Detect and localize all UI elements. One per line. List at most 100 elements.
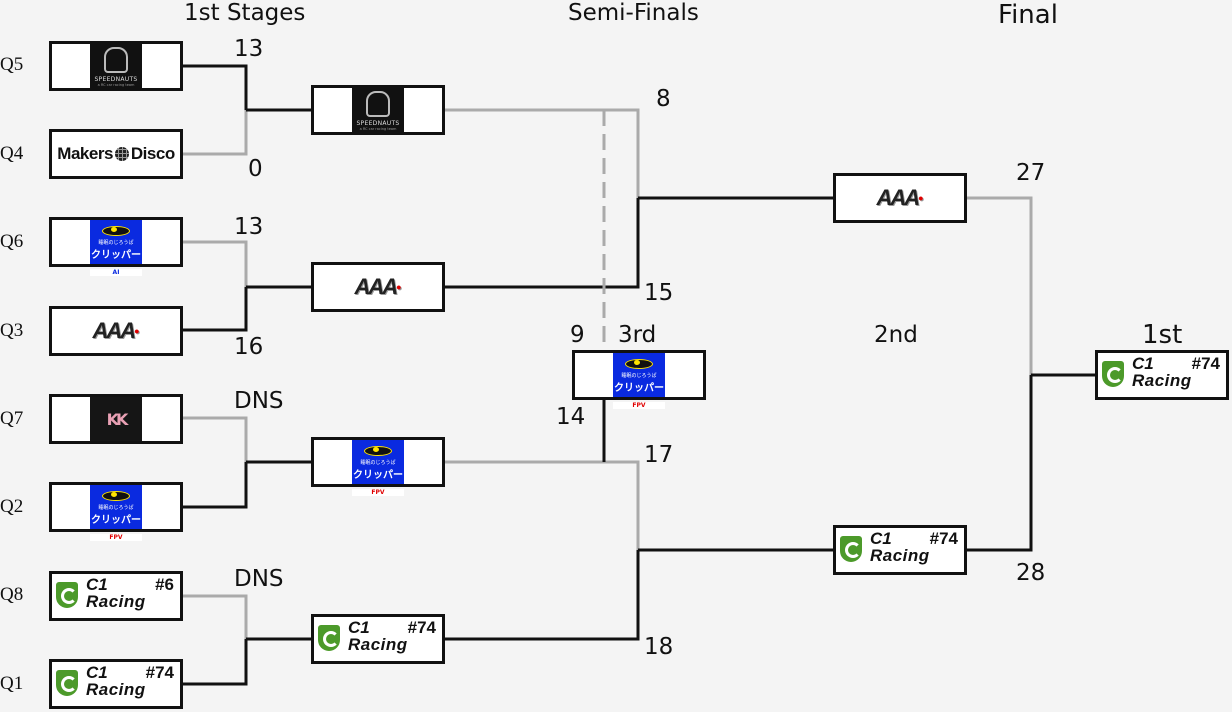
team-box-q8[interactable]: C1 #6 Racing [49,571,183,621]
speednauts-text: SPEEDNAUTS [94,76,138,83]
line-q6 [182,240,248,287]
clipper-emblem-icon [102,490,130,501]
racing-text: Racing [86,592,146,611]
clipper-emblem-icon [625,358,653,369]
c1-shield-icon [318,625,340,651]
c1-racing-logo: C1 #74 Racing [836,528,964,572]
c1-racing-logo: C1 #6 Racing [52,574,180,618]
globe-icon [114,147,129,161]
line-q2 [182,462,248,509]
kk-logo: KK [90,397,142,441]
aaa-logo: AAA● [92,318,139,344]
score-q8: DNS [234,566,284,592]
clipper-subtitle: 睡眠のじろうぱ [621,372,657,379]
score-semi-mid: 15 [644,280,674,306]
line-semi-low [444,460,640,550]
place-third: 3rd [618,322,657,348]
speednauts-subtext: a RC car racing team [359,127,397,131]
makers-text: Makers [57,144,113,163]
seed-q6: Q6 [0,231,24,252]
racing-text: Racing [86,680,146,699]
team-box-q4[interactable]: Makers Disco [49,129,183,179]
seed-q7: Q7 [0,408,24,429]
clipper-tag-fpv: FPV [613,402,665,409]
clipper-subtitle: 睡眠のじろうぱ [98,239,134,246]
team-box-semi-4[interactable]: C1 #74 Racing [311,614,445,664]
team-box-third[interactable]: 睡眠のじろうぱ クリッパー FPV [572,350,706,409]
line-final-bottom [966,375,1033,552]
clipper-logo: 睡眠のじろうぱ クリッパー AI [90,220,142,276]
seed-q1: Q1 [0,673,24,694]
c1-shield-icon [840,536,862,562]
c1-racing-logo: C1 #74 Racing [52,662,180,706]
score-q3: 16 [234,334,264,360]
line-semi-mid [444,198,640,289]
car-number: #74 [407,618,436,637]
team-box-semi-1[interactable]: SPEEDNAUTS a RC car racing team [311,85,445,135]
c1-text: C1 [86,663,108,682]
aaa-text: AAA [92,318,136,343]
aaa-dot-icon: ● [918,193,924,203]
aaa-text: AAA [876,185,920,210]
clipper-logo: 睡眠のじろうぱ クリッパー FPV [90,485,142,541]
speednauts-text: SPEEDNAUTS [356,120,400,127]
line-q8 [182,594,248,639]
clipper-emblem-icon [364,445,392,456]
helmet-icon [366,91,390,117]
clipper-emblem-icon [102,225,130,236]
car-number: #74 [929,529,958,548]
aaa-dot-icon: ● [396,282,402,292]
c1-shield-icon [56,670,78,696]
team-box-semi-2[interactable]: AAA● [311,262,445,312]
score-third-b: 14 [556,404,586,430]
line-semi-top [444,108,640,198]
kk-text: KK [106,409,129,429]
speednauts-logo: SPEEDNAUTS a RC car racing team [90,44,142,88]
line-q5 [182,64,248,110]
clipper-title: クリッパー [614,382,664,394]
score-semi-low: 17 [644,442,674,468]
score-q5: 13 [234,36,264,62]
header-1st-stages: 1st Stages [184,0,306,26]
c1-racing-logo: C1 #74 Racing [1098,353,1226,397]
c1-text: C1 [1132,354,1154,373]
place-first: 1st [1142,320,1183,350]
team-box-q3[interactable]: AAA● [49,306,183,356]
team-box-q1[interactable]: C1 #74 Racing [49,659,183,709]
car-number: #6 [155,575,174,594]
score-final-bottom: 28 [1016,560,1046,586]
team-box-q5[interactable]: SPEEDNAUTS a RC car racing team [49,41,183,91]
place-second: 2nd [874,322,918,348]
score-final-top: 27 [1016,160,1046,186]
aaa-logo: AAA● [876,185,923,211]
c1-shield-icon [56,582,78,608]
team-box-q6[interactable]: 睡眠のじろうぱ クリッパー AI [49,217,183,276]
team-box-q7[interactable]: KK [49,394,183,444]
racing-text: Racing [348,635,408,654]
c1-text: C1 [870,529,892,548]
seed-q4: Q4 [0,143,24,164]
clipper-tag-fpv: FPV [352,489,404,496]
score-semi-bottom: 18 [644,634,674,660]
makers-disco-logo: Makers Disco [57,144,175,164]
clipper-title: クリッパー [353,469,403,481]
seed-q8: Q8 [0,584,24,605]
disco-text: Disco [130,144,175,163]
team-box-champion[interactable]: C1 #74 Racing [1095,350,1229,400]
c1-racing-logo: C1 #74 Racing [314,617,442,661]
team-box-semi-3[interactable]: 睡眠のじろうぱ クリッパー FPV [311,437,445,496]
team-box-final-2[interactable]: C1 #74 Racing [833,525,967,575]
team-box-q2[interactable]: 睡眠のじろうぱ クリッパー FPV [49,482,183,541]
clipper-title: クリッパー [91,249,141,261]
car-number: #74 [145,663,174,682]
aaa-logo: AAA● [354,274,401,300]
line-q7 [182,416,248,462]
car-number: #74 [1191,354,1220,373]
score-third-a: 9 [570,322,585,348]
speednauts-logo: SPEEDNAUTS a RC car racing team [352,88,404,132]
clipper-logo: 睡眠のじろうぱ クリッパー FPV [613,353,665,409]
seed-q2: Q2 [0,496,24,517]
team-box-final-1[interactable]: AAA● [833,173,967,223]
clipper-subtitle: 睡眠のじろうぱ [360,459,396,466]
